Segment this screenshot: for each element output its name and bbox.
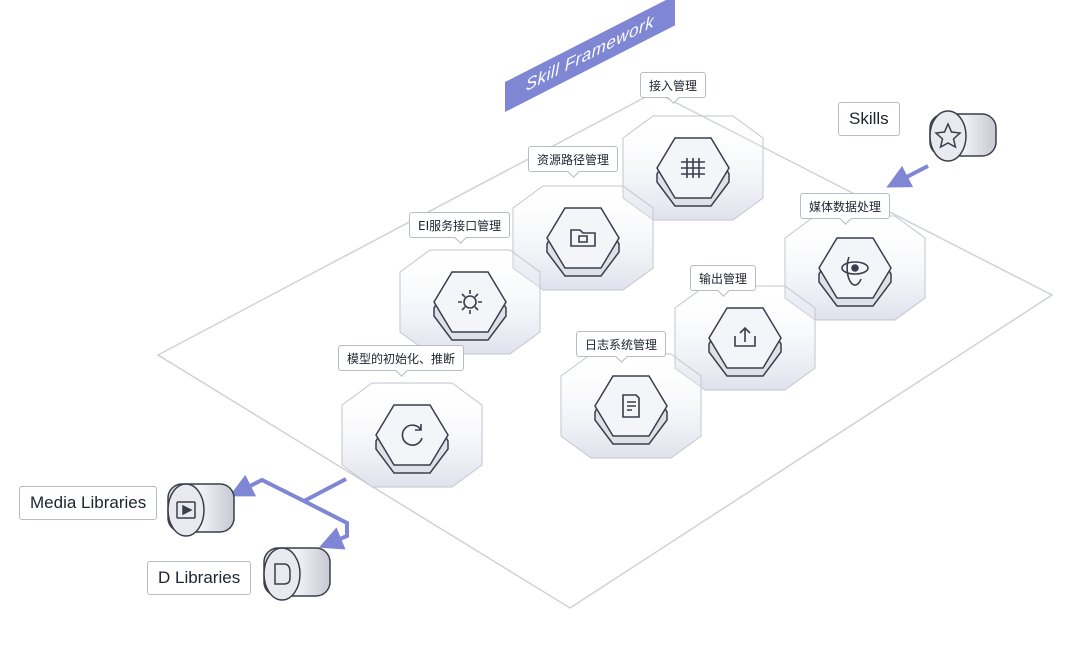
export-arrow-icon bbox=[734, 326, 756, 347]
module-label-output: 输出管理 bbox=[690, 265, 757, 291]
libraries-arrow bbox=[229, 474, 349, 550]
module-pod-media bbox=[784, 215, 926, 321]
video-icon bbox=[176, 501, 196, 519]
module-pod-log bbox=[560, 353, 702, 459]
document-icon bbox=[274, 563, 291, 585]
module-pod-output bbox=[674, 285, 816, 391]
refresh-icon bbox=[401, 424, 423, 446]
module-pod-resource bbox=[512, 185, 654, 291]
folder-icon bbox=[570, 229, 596, 247]
gear-icon bbox=[458, 290, 482, 314]
skills-arrow bbox=[886, 164, 929, 188]
log-file-icon bbox=[622, 394, 640, 418]
module-pod-access bbox=[622, 115, 764, 221]
orbit-icon bbox=[841, 256, 869, 286]
module-pod-model bbox=[341, 382, 483, 488]
module-label-log: 日志系统管理 bbox=[576, 331, 667, 357]
media-libraries-label: Media Libraries bbox=[19, 486, 158, 520]
star-icon bbox=[934, 122, 962, 149]
grid-network-icon bbox=[681, 158, 705, 178]
module-label-model: 模型的初始化、推断 bbox=[338, 345, 465, 371]
module-pod-ei bbox=[399, 249, 541, 355]
module-label-media: 媒体数据处理 bbox=[800, 193, 891, 219]
media-libraries-database bbox=[167, 483, 235, 537]
module-label-ei: EI服务接口管理 bbox=[409, 212, 511, 238]
d-libraries-label: D Libraries bbox=[147, 561, 252, 595]
module-label-access: 接入管理 bbox=[640, 72, 707, 98]
skills-label: Skills bbox=[838, 102, 900, 136]
skills-database bbox=[929, 110, 997, 162]
d-libraries-database bbox=[263, 547, 331, 601]
module-label-resource: 资源路径管理 bbox=[528, 146, 619, 172]
